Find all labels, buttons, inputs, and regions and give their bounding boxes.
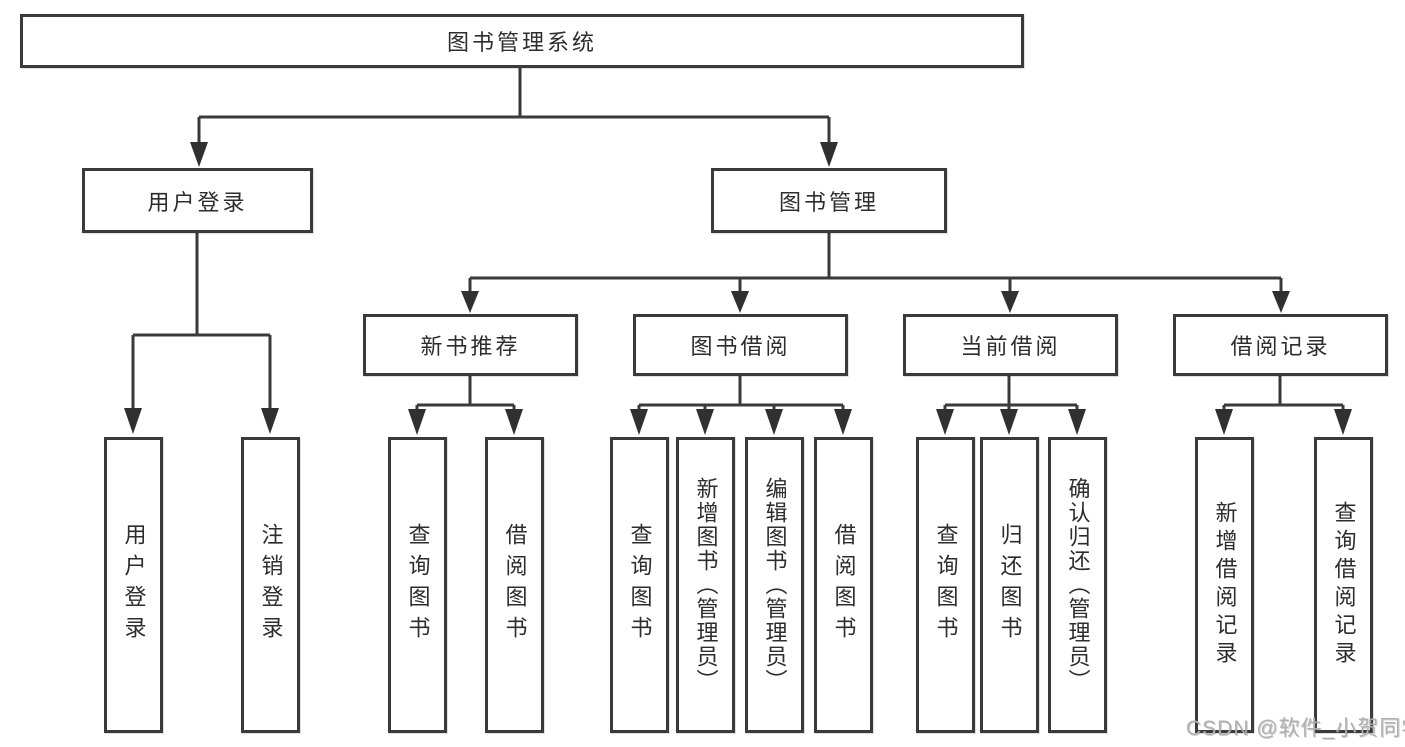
leaf-label: 注销登录 [258,523,284,647]
node-book-borrowing: 图书借阅 [633,314,848,376]
node-leaf-add-borrow-record: 新增借阅记录 [1195,437,1254,733]
arrowheads [124,142,1352,435]
leaf-label: 查询图书 [405,523,431,647]
connector-records-to-leaves [1222,376,1345,412]
connector-bookmgmt-to-level3 [468,233,1283,293]
node-leaf-query-books-recommend: 查询图书 [388,437,447,733]
arrow-down-icon [696,409,714,435]
leaf-label: 查询图书 [933,523,959,647]
leaf-label: 新增借阅记录 [1212,501,1238,669]
node-new-book-recommendation: 新书推荐 [363,314,578,376]
leaf-label: 新增图书（管理员） [693,477,719,693]
arrow-down-icon [461,291,479,313]
node-leaf-confirm-return-admin: 确认归还（管理员） [1048,437,1107,733]
node-leaf-edit-book-admin: 编辑图书（管理员） [745,437,804,733]
node-user-login: 用户登录 [82,168,313,233]
arrow-down-icon [731,291,749,313]
arrow-down-icon [630,409,648,435]
arrow-down-icon [505,409,523,435]
connector-borrowing-to-leaves [637,376,845,412]
arrow-down-icon [1001,291,1019,313]
arrow-down-icon [765,409,783,435]
connector-root-to-level2 [197,68,831,146]
node-leaf-logout: 注销登录 [241,437,300,733]
arrow-down-icon [1272,291,1290,313]
connector-recommend-to-leaves [415,376,516,412]
node-leaf-add-book-admin: 新增图书（管理员） [676,437,735,733]
leaf-label: 编辑图书（管理员） [762,477,788,693]
arrow-down-icon [936,409,954,435]
node-leaf-user-login: 用户登录 [104,437,163,733]
leaf-label: 归还图书 [997,523,1023,647]
node-borrowing-records: 借阅记录 [1173,314,1388,376]
arrow-down-icon [190,142,208,167]
connector-current-to-leaves [943,376,1079,412]
leaf-label: 用户登录 [121,523,147,647]
arrow-down-icon [1334,409,1352,435]
node-leaf-borrow-books-borrowing: 借阅图书 [814,437,873,733]
node-leaf-query-books-borrowing: 查询图书 [610,437,669,733]
node-book-management: 图书管理 [711,168,947,233]
arrow-down-icon [1000,409,1018,435]
leaf-label: 查询借阅记录 [1331,501,1357,669]
leaf-label: 借阅图书 [831,523,857,647]
connector-userlogin-to-leaves [131,233,272,410]
node-leaf-borrow-books-recommend: 借阅图书 [485,437,544,733]
node-library-management-system: 图书管理系统 [20,14,1024,68]
arrow-down-icon [820,142,838,167]
node-leaf-query-books-current: 查询图书 [916,437,975,733]
node-leaf-query-borrow-record: 查询借阅记录 [1314,437,1373,733]
leaf-label: 借阅图书 [502,523,528,647]
arrow-down-icon [261,408,279,434]
arrow-down-icon [1068,409,1086,435]
arrow-down-icon [124,408,142,434]
node-leaf-return-book: 归还图书 [980,437,1039,733]
leaf-label: 确认归还（管理员） [1065,477,1091,693]
arrow-down-icon [1215,409,1233,435]
node-current-borrowing: 当前借阅 [903,314,1118,376]
arrow-down-icon [408,409,426,435]
arrow-down-icon [834,409,852,435]
leaf-label: 查询图书 [627,523,653,647]
watermark: CSDN @软件_小贺同学 [1186,717,1405,740]
